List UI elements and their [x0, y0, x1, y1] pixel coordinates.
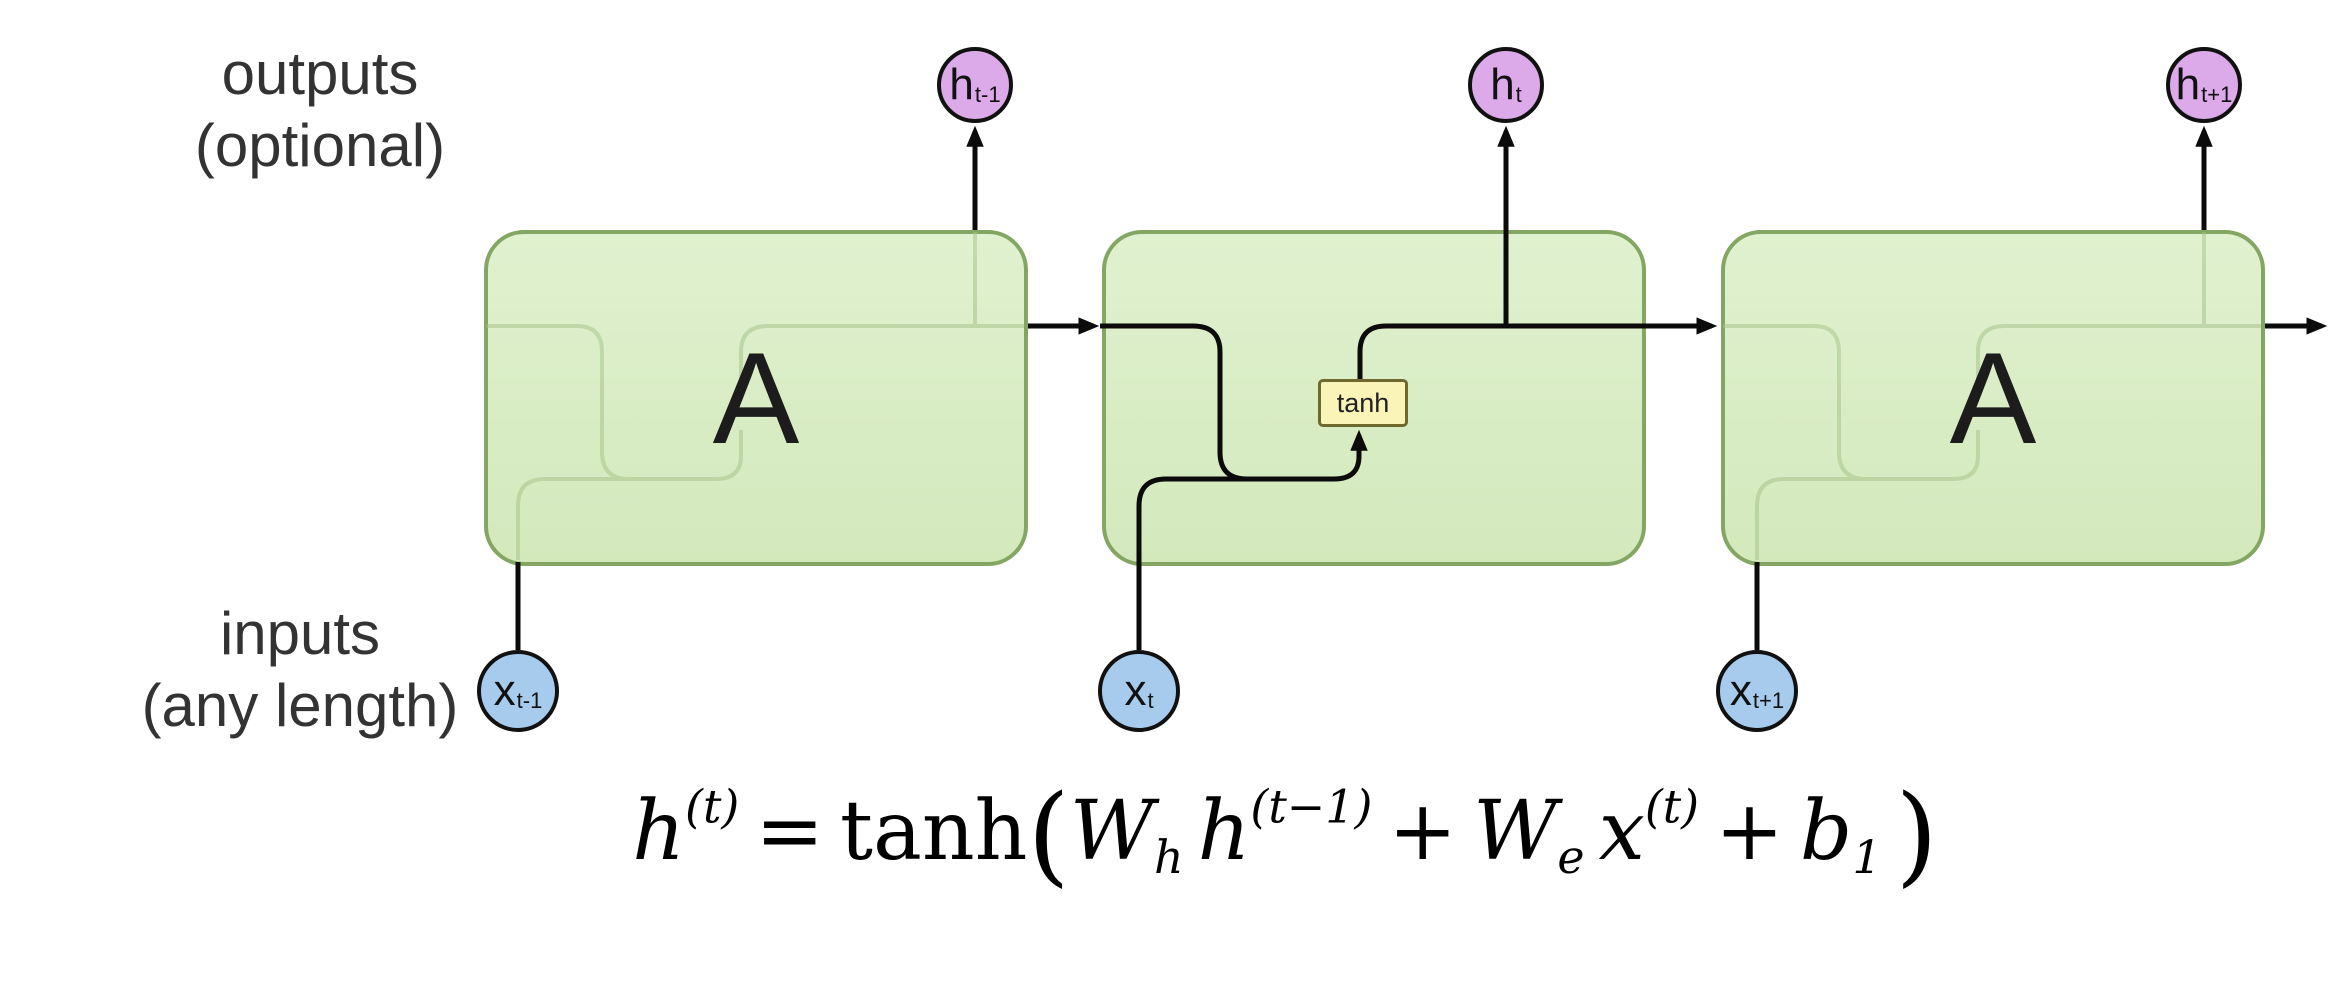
eq-w-h-sub: h	[1154, 829, 1184, 884]
eq-b-sub: 1	[1852, 829, 1882, 884]
tanh-activation-box: tanh	[1318, 379, 1408, 427]
cell-label-a-left: A	[712, 325, 800, 471]
cell-label-a-right: A	[1949, 325, 2037, 471]
eq-equals: =	[755, 784, 825, 880]
eq-w-h: W	[1069, 784, 1155, 880]
eq-w-e: W	[1473, 784, 1558, 880]
output-node-letter: h	[2175, 60, 2201, 109]
eq-x-sup: (t)	[1644, 779, 1700, 834]
eq-plus-2: +	[1715, 784, 1784, 880]
outputs-label: outputs (optional)	[110, 38, 530, 182]
inputs-label: inputs (any length)	[80, 598, 520, 742]
input-node-letter: x	[1124, 666, 1147, 715]
eq-plus-1: +	[1388, 784, 1458, 880]
rnn-cell-t-plus-1	[1721, 230, 2265, 566]
output-node-letter: h	[1490, 60, 1515, 109]
state-path-inside-cell2	[1100, 323, 1310, 482]
eq-h-prev: h	[1197, 784, 1251, 880]
input-node-subscript: t	[1147, 688, 1154, 713]
eq-lhs-sup: (t)	[685, 779, 740, 834]
eq-w-e-sub: e	[1557, 829, 1585, 884]
output-node-subscript: t	[1515, 82, 1522, 107]
input-node-subscript: t-1	[516, 688, 543, 713]
state-arrow-cell2-to-cell3	[1357, 317, 1718, 379]
eq-tanh: tanh	[840, 784, 1028, 880]
output-node-subscript: t-1	[974, 82, 1001, 107]
outputs-label-line2: (optional)	[194, 112, 446, 179]
eq-x: x	[1598, 784, 1645, 880]
eq-open-paren: (	[1027, 772, 1070, 898]
input-path-to-tanh	[1136, 429, 1368, 650]
tanh-label: tanh	[1336, 387, 1390, 418]
input-node-letter: x	[1729, 666, 1752, 715]
input-node-letter: x	[493, 666, 516, 715]
inputs-label-line1: inputs	[219, 600, 381, 667]
input-node-subscript: t+1	[1752, 688, 1785, 713]
eq-lhs: h	[632, 784, 686, 880]
rnn-cell-t-1	[484, 230, 1028, 566]
outputs-label-line1: outputs	[221, 40, 419, 107]
output-node-subscript: t+1	[2201, 82, 2233, 107]
output-node-letter: h	[949, 60, 974, 109]
ghost-wiring-cell-t-1	[486, 232, 1024, 560]
eq-b: b	[1799, 784, 1853, 880]
eq-close-paren: )	[1895, 772, 1938, 898]
eq-h-prev-sup: (t−1)	[1250, 779, 1373, 834]
ghost-wiring-cell-t-plus-1	[1723, 232, 2261, 560]
inputs-label-line2: (any length)	[141, 672, 459, 739]
